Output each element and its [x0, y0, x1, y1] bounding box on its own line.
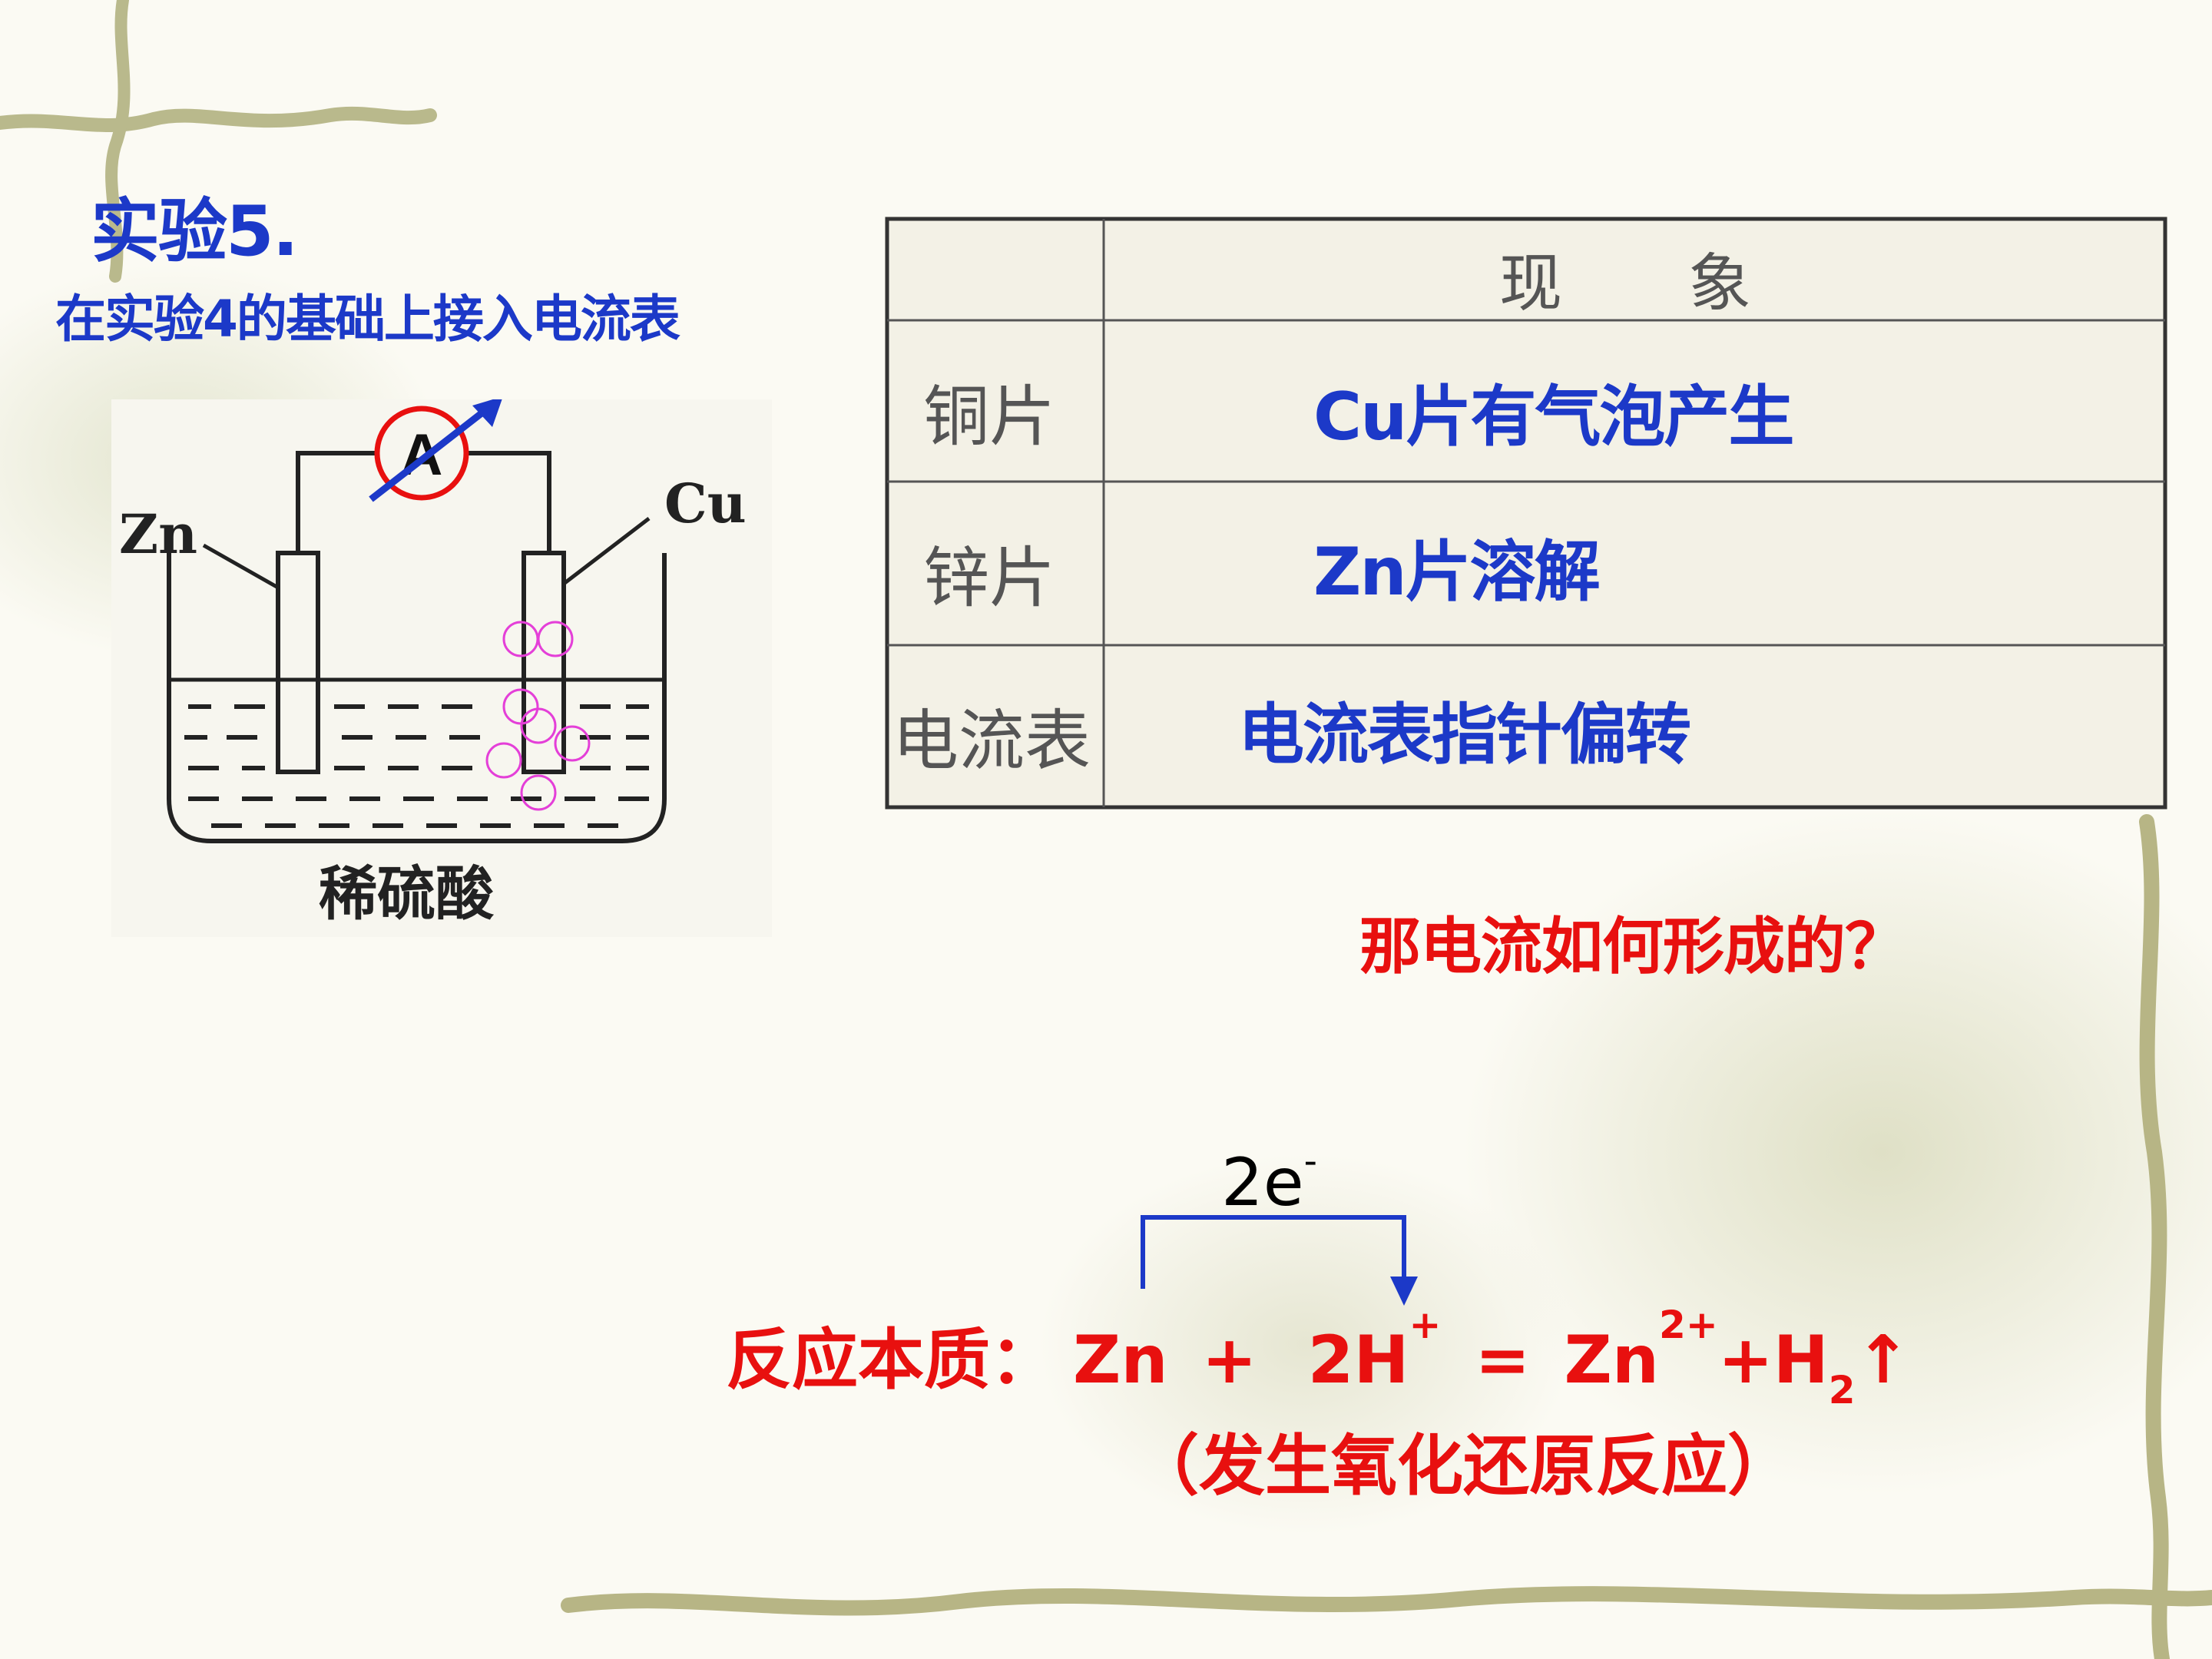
equation-prefix: 反应本质： — [726, 1322, 1056, 1399]
equals-sign: = — [1475, 1322, 1531, 1399]
zinc-ion-charge: 2+ — [1659, 1303, 1718, 1347]
apparatus-svg: A Zn Cu 稀硫酸 — [111, 396, 772, 937]
gas-arrow-icon: ↑ — [1855, 1322, 1911, 1399]
liquid-dashes — [184, 704, 649, 828]
row-value-ammeter: 电流表指针偏转 — [1238, 697, 1691, 773]
row-label-ammeter: 电流表 — [892, 703, 1091, 780]
reactant-zinc: Zn — [1073, 1322, 1168, 1399]
question-text: 那电流如何形成的？ — [1359, 911, 1906, 982]
zinc-label: Zn — [119, 502, 197, 566]
row-label-zinc: 锌片 — [923, 540, 1055, 617]
beaker — [167, 553, 667, 843]
electron-charge: - — [1303, 1140, 1317, 1183]
slide-title: 实验5. — [91, 191, 299, 272]
hydrogen-subscript: 2 — [1828, 1368, 1856, 1412]
row-value-copper: Cu片有气泡产生 — [1313, 379, 1794, 455]
reaction-equation: 反应本质：Zn+2H+=Zn2++H2↑ — [726, 1303, 1911, 1412]
hydrogen-bubbles — [485, 621, 591, 811]
background-blob — [1459, 806, 2212, 1498]
row-value-zinc: Zn片溶解 — [1313, 534, 1601, 611]
product-zinc-ion: Zn — [1564, 1322, 1660, 1399]
reaction-note: （发生氧化还原反应） — [1133, 1428, 1793, 1505]
observation-table: 现 象 铜片 Cu片有气泡产生 锌片 Zn片溶解 电流表 电流表指针偏转 — [885, 217, 2167, 810]
plus-sign-2: + — [1717, 1322, 1773, 1399]
hydrogen-ion-charge: + — [1409, 1303, 1442, 1347]
electron-transfer-label: 2e- — [1221, 1140, 1317, 1221]
table-grid — [885, 217, 2167, 810]
reactant-hydrogen-ion: 2H — [1307, 1322, 1409, 1399]
product-hydrogen: H — [1773, 1322, 1829, 1399]
ammeter-label: A — [401, 422, 443, 488]
table-header: 现 象 — [1499, 247, 1752, 320]
solution-label: 稀硫酸 — [319, 859, 495, 928]
row-label-copper: 铜片 — [923, 379, 1055, 455]
slide-subtitle: 在实验4的基础上接入电流表 — [55, 290, 680, 349]
copper-label: Cu — [664, 472, 747, 535]
zinc-electrode — [276, 551, 320, 774]
electron-count: 2e — [1221, 1144, 1304, 1221]
plus-sign: + — [1201, 1322, 1257, 1399]
apparatus-diagram: A Zn Cu 稀硫酸 — [111, 396, 772, 937]
